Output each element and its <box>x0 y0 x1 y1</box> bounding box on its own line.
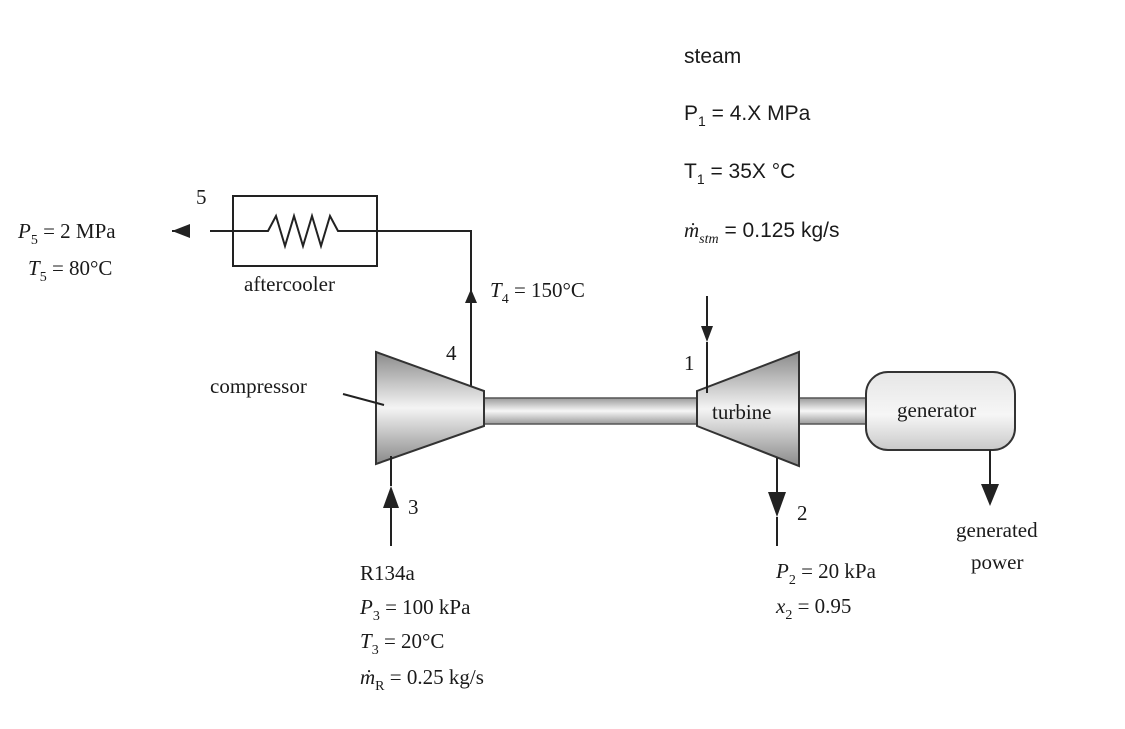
steam-mdot-label: ṁstm = 0.125 kg/s <box>684 218 839 247</box>
compressor-label: compressor <box>210 374 307 398</box>
state2-number: 2 <box>797 501 808 525</box>
shaft-generator <box>797 397 869 425</box>
state1-number: 1 <box>684 351 695 375</box>
state3-massflow-label: ṁR = 0.25 kg/s <box>360 665 484 694</box>
steam-t1-label: T1 = 35X °C <box>684 160 795 187</box>
turbine-label: turbine <box>712 400 771 424</box>
generator <box>865 371 1016 451</box>
state5-temperature-label: T5 = 80°C <box>28 256 112 285</box>
flow-arrow-2-icon <box>768 492 786 517</box>
steam-label: steam <box>684 45 741 68</box>
aftercooler-label: aftercooler <box>244 272 335 296</box>
compressor-leader-line <box>342 393 385 406</box>
state3-number: 3 <box>408 495 419 519</box>
state5-pressure-label: P5 = 2 MPa <box>17 219 116 248</box>
power-arrow-icon <box>981 484 999 506</box>
compressor <box>375 350 485 466</box>
state3-fluid-label: R134a <box>360 561 416 585</box>
flow-arrow-1-icon <box>701 326 713 342</box>
turbine <box>696 350 800 468</box>
state3-pressure-label: P3 = 100 kPa <box>359 595 471 624</box>
state3-temperature-label: T3 = 20°C <box>360 629 444 658</box>
flow-line-4-to-aftercooler <box>377 230 472 391</box>
state4-temperature-label: T4 = 150°C <box>490 278 585 307</box>
state4-number: 4 <box>446 341 457 365</box>
flow-arrow-4-icon <box>465 289 477 303</box>
generated-power-label-2: power <box>971 550 1023 574</box>
generated-power-label-1: generated <box>956 518 1038 542</box>
state5-number: 5 <box>196 185 207 209</box>
steam-p1-label: P1 = 4.X MPa <box>684 102 811 129</box>
state2-pressure-label: P2 = 20 kPa <box>775 559 877 588</box>
flow-arrow-5-icon <box>172 224 190 238</box>
flow-arrow-3-icon <box>383 486 399 508</box>
state2-quality-label: x2 = 0.95 <box>775 594 851 623</box>
shaft <box>479 397 703 425</box>
generator-label: generator <box>897 398 976 422</box>
aftercooler-coil-icon <box>233 212 377 250</box>
